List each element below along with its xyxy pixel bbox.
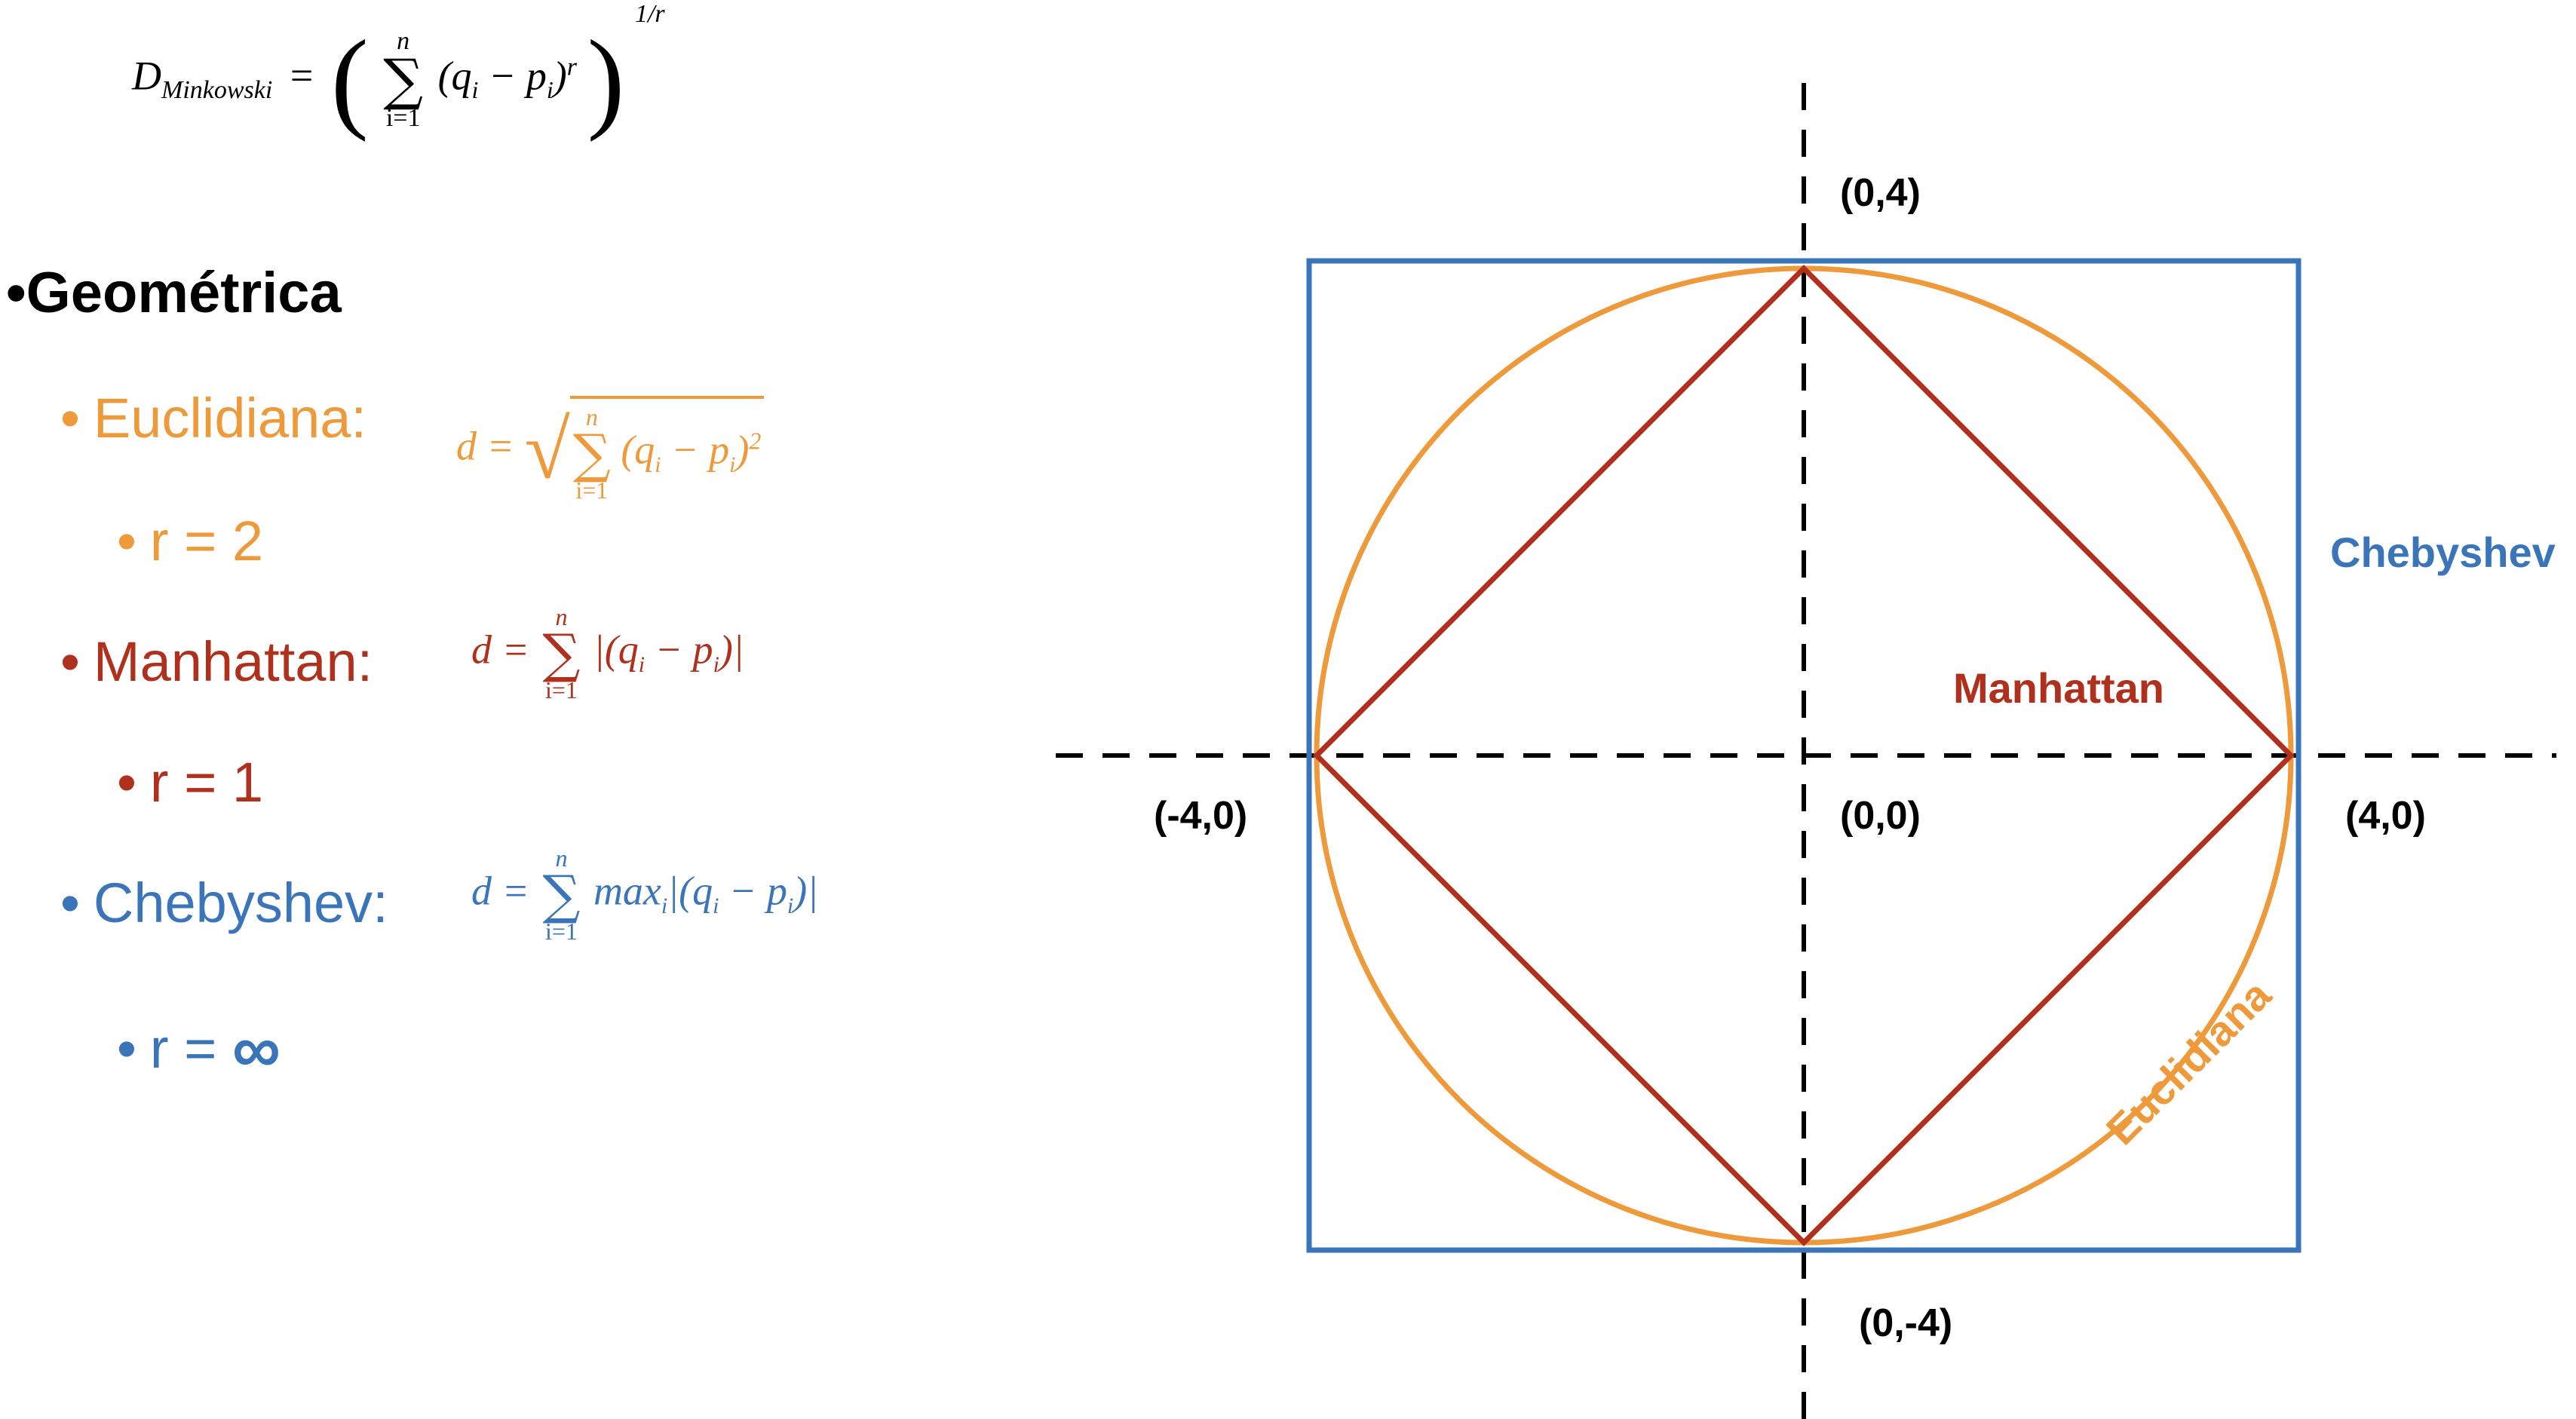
infinity-symbol: ∞ [232,1012,281,1087]
sum-upper: n [397,27,410,55]
chebyshev-item: •Chebyshev: [60,871,388,935]
formula-max-sub: i [661,893,668,919]
sum-upper: n [555,603,568,630]
chebyshev-curve-label: Chebyshev [2330,529,2556,576]
sum-lower: i=1 [544,918,578,945]
formula-outer-power: 1/r [634,0,665,29]
bullet: • [6,261,26,325]
formula-close: ) [553,53,567,99]
chebyshev-r: •r = ∞ [117,1007,281,1087]
bullet: • [117,510,136,572]
formula-close: ) [735,427,750,473]
formula-close: )| [719,627,744,673]
coord-left: (-4,0) [1154,794,1248,838]
formula-body: |(q [593,627,639,673]
formula-body: (q [621,427,655,473]
coord-right: (4,0) [2345,794,2426,838]
formula-sub-q: i [655,452,661,478]
formula-close: )| [793,868,819,914]
formula-minus: − p [478,53,547,99]
formula-mid: − p [661,427,730,473]
manhattan-r: •r = 1 [117,750,263,814]
heading-text: Geométrica [26,261,342,325]
formula-sub-p: i [713,652,719,678]
manhattan-curve-label: Manhattan [1953,664,2164,712]
formula-power: r [566,53,577,81]
formula-mid: − p [719,868,787,914]
bullet: • [117,751,136,814]
sum-upper: n [585,403,598,431]
formula-lhs: D [132,53,161,99]
formula-sub-q: i [471,76,479,104]
formula-d: d = [471,627,529,673]
formula-d: d = [456,423,514,469]
manhattan-diamond [1313,265,2295,1246]
manhattan-item: •Manhattan: [60,630,373,694]
formula-sub-p: i [787,893,794,919]
sum-lower: i=1 [385,104,421,132]
formula-sub-p: i [729,452,736,478]
euclidean-item: •Euclidiana: [60,386,366,450]
bullet: • [60,872,80,934]
manhattan-r-text: r = 1 [149,751,264,814]
bullet: • [60,387,80,449]
coord-bottom: (0,-4) [1859,1301,1953,1345]
euclidean-r: •r = 2 [117,509,263,573]
manhattan-formula: d = n ∑ i=1 |(qi − pi)| [471,603,744,703]
minkowski-formula: DMinkowski = ( n ∑ i=1 (qi − pi)r ) 1/r [132,0,665,143]
chebyshev-label: Chebyshev: [93,872,388,934]
formula-d: d = [471,868,529,914]
sum-upper: n [555,844,568,872]
formula-sub-q: i [713,893,719,919]
coord-top: (0,4) [1840,171,1921,215]
chebyshev-formula: d = n ∑ i=1 maxi|(qi − pi)| [471,844,819,945]
formula-body: |(q [667,868,713,914]
euclidean-r-text: r = 2 [149,510,264,572]
coord-origin: (0,0) [1840,794,1921,838]
geometric-heading: •Geométrica [6,260,342,326]
bullet: • [117,1017,136,1080]
euclidean-formula: d = √ n ∑ i=1 (qi − pi)2 [456,396,765,504]
formula-mid: − p [645,627,713,673]
manhattan-label: Manhattan: [93,630,373,693]
formula-term: (q [437,53,472,99]
euclidean-label: Euclidiana: [93,387,366,449]
sum-lower: i=1 [544,676,578,703]
sum-lower: i=1 [575,477,609,504]
chebyshev-r-text: r = [149,1017,232,1080]
formula-sub-q: i [638,652,646,678]
formula-power: 2 [749,427,762,455]
bullet: • [60,630,80,693]
formula-sub-p: i [546,76,554,104]
chebyshev-square [1306,258,2302,1253]
formula-max: max [593,868,661,914]
formula-lhs-subscript: Minkowski [161,76,273,105]
